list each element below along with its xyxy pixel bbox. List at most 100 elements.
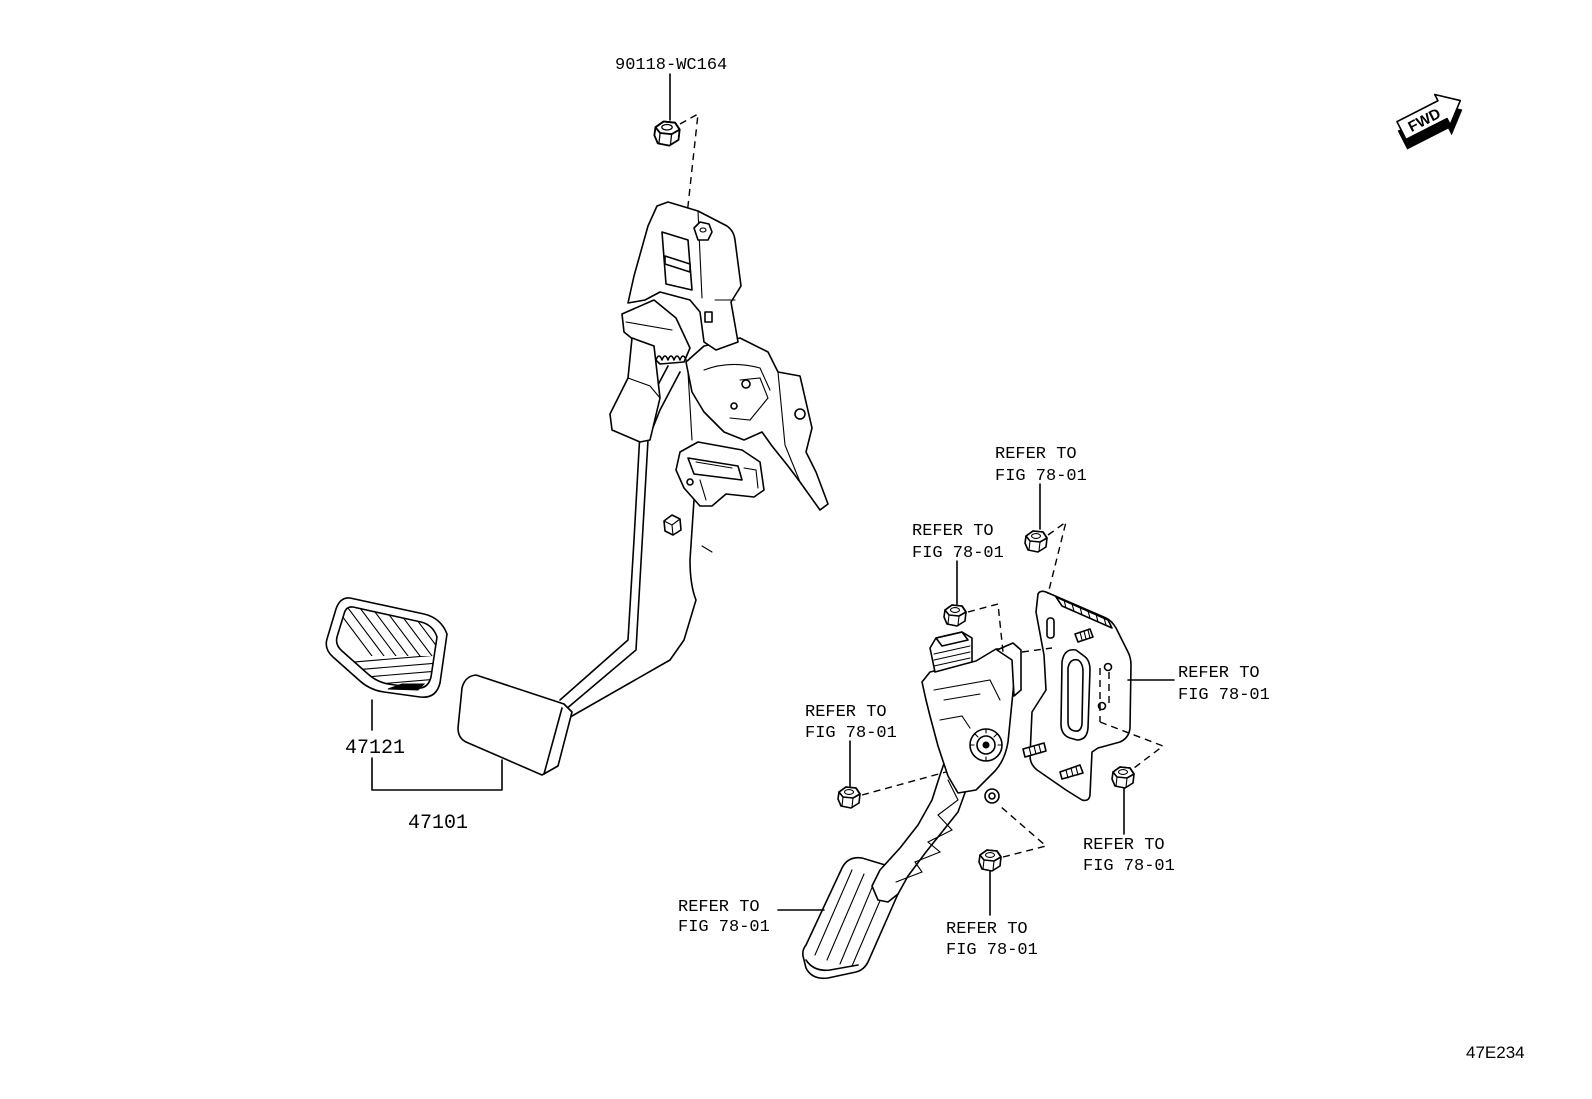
pad-cover-shadow <box>387 683 426 691</box>
stud-threads <box>1065 766 1079 779</box>
dashed-line <box>999 805 1048 858</box>
plate-small-slot <box>1046 617 1055 639</box>
switch-hole <box>686 478 694 486</box>
housing-contour <box>933 679 1001 729</box>
side-plate-hole <box>794 408 806 420</box>
refer-to-text[interactable]: REFER TO <box>946 920 1028 939</box>
rotor-ticks <box>969 728 1003 762</box>
pedal-pad-edge <box>543 707 563 775</box>
refer-to-text[interactable]: REFER TO <box>995 445 1077 464</box>
refer-fig-text[interactable]: FIG 78-01 <box>912 544 1004 563</box>
arm-stub <box>701 545 713 553</box>
callout-47101[interactable]: 47101 <box>408 812 468 835</box>
refer-to-text[interactable]: REFER TO <box>1083 836 1165 855</box>
nut <box>978 849 1002 872</box>
nut-90118-wc164 <box>653 120 681 147</box>
flap-fold-line <box>627 377 661 399</box>
bracket-square-hole <box>704 311 713 323</box>
refer-fig-text[interactable]: FIG 78-01 <box>678 918 770 937</box>
plate-slot-inner <box>1067 658 1084 732</box>
brake-pedal-arm <box>559 365 713 721</box>
dashed-line <box>1047 520 1068 595</box>
refer-to-text[interactable]: REFER TO <box>678 898 760 917</box>
side-plate-hole <box>730 402 738 410</box>
refer-fig-text[interactable]: FIG 78-01 <box>995 467 1087 486</box>
nut-edges <box>658 132 673 146</box>
fwd-arrow-face <box>1396 93 1462 141</box>
accelerator-pedal-assembly: REFER TO FIG 78-01 REFER TO FIG 78-01 RE… <box>678 445 1270 980</box>
nut <box>943 604 967 627</box>
side-plate-contour <box>703 363 801 483</box>
stud <box>1022 742 1047 758</box>
housing-side-block <box>996 642 1022 697</box>
stud <box>1074 628 1094 643</box>
callout-90118-wc164[interactable]: 90118-WC164 <box>615 56 727 75</box>
return-spring <box>655 355 687 361</box>
refer-to-text[interactable]: REFER TO <box>805 703 887 722</box>
mounting-plate <box>1029 590 1132 802</box>
refer-fig-text[interactable]: FIG 78-01 <box>1178 686 1270 705</box>
arm-bolt-edge <box>663 518 681 536</box>
refer-callout-accelerator-pad[interactable]: REFER TO FIG 78-01 <box>678 898 770 937</box>
nut-hole <box>1030 533 1042 539</box>
housing-mount-hole <box>988 792 996 800</box>
refer-callout-mounting-plate[interactable]: REFER TO FIG 78-01 <box>1178 664 1270 705</box>
nut <box>1024 530 1048 553</box>
bracket-nut-body <box>693 221 713 241</box>
bracket-side-plate <box>685 337 829 511</box>
refer-callout-upper-nut[interactable]: REFER TO FIG 78-01 <box>995 445 1087 486</box>
pad-cover-hatch-lower <box>336 656 437 689</box>
side-plate-hole <box>741 379 751 389</box>
diagram-code: 47E234 <box>1466 1043 1525 1062</box>
arm-right-edge <box>564 499 697 721</box>
nut-hole <box>843 789 855 795</box>
nut-hole <box>661 123 673 131</box>
brake-pedal-assembly: 47121 47101 <box>325 201 829 835</box>
dashed-line <box>967 603 1004 653</box>
nut <box>837 786 861 809</box>
refer-callout-left-nut[interactable]: REFER TO FIG 78-01 <box>805 703 897 743</box>
dashed-line <box>861 771 947 796</box>
refer-callout-lower-nut[interactable]: REFER TO FIG 78-01 <box>946 920 1038 960</box>
nut <box>1111 766 1135 789</box>
nut-edges <box>1115 776 1128 788</box>
nut-edges <box>841 796 854 808</box>
sensor-housing <box>921 631 1022 804</box>
pedal-pad-cover <box>325 597 448 699</box>
arm-flange-edge <box>564 371 681 711</box>
plate-band-ticks <box>1063 599 1107 626</box>
nut-hole <box>984 852 996 858</box>
refer-fig-text[interactable]: FIG 78-01 <box>946 941 1038 960</box>
pad-groove <box>814 869 889 967</box>
stud-threads <box>1079 629 1091 641</box>
pad-cover-hatching <box>336 606 437 689</box>
refer-callout-connector-nut[interactable]: REFER TO FIG 78-01 <box>912 522 1004 563</box>
refer-to-text[interactable]: REFER TO <box>912 522 994 541</box>
bracket-leader-47101 <box>371 757 503 791</box>
flange-fold-line <box>625 321 673 331</box>
stud <box>1059 764 1084 780</box>
bracket-top-nut <box>693 221 713 241</box>
bracket-nut-hole <box>699 227 707 233</box>
refer-callout-right-nut[interactable]: REFER TO FIG 78-01 <box>1083 836 1175 876</box>
callout-47121[interactable]: 47121 <box>345 737 405 760</box>
dashed-line <box>1021 647 1053 653</box>
refer-fig-text[interactable]: FIG 78-01 <box>805 724 897 743</box>
refer-fig-text[interactable]: FIG 78-01 <box>1083 857 1175 876</box>
nut-hole <box>949 607 961 613</box>
dashed-line-nut-to-bracket <box>679 112 699 216</box>
refer-to-text[interactable]: REFER TO <box>1178 664 1260 683</box>
switch-clip <box>687 457 743 481</box>
stop-lamp-flap <box>609 337 661 443</box>
arm-ribs <box>895 779 959 883</box>
arm-back-edge <box>687 371 693 441</box>
brake-pedal-pad <box>457 674 573 776</box>
fwd-arrow: FWD <box>1396 93 1463 150</box>
brake-pedal-bracket <box>609 201 829 511</box>
hatch-lines <box>336 656 437 689</box>
rotor-center <box>982 741 990 749</box>
stud-threads <box>1028 744 1042 756</box>
plate-hidden-lines <box>1099 668 1110 722</box>
nut-edges <box>1028 540 1041 552</box>
